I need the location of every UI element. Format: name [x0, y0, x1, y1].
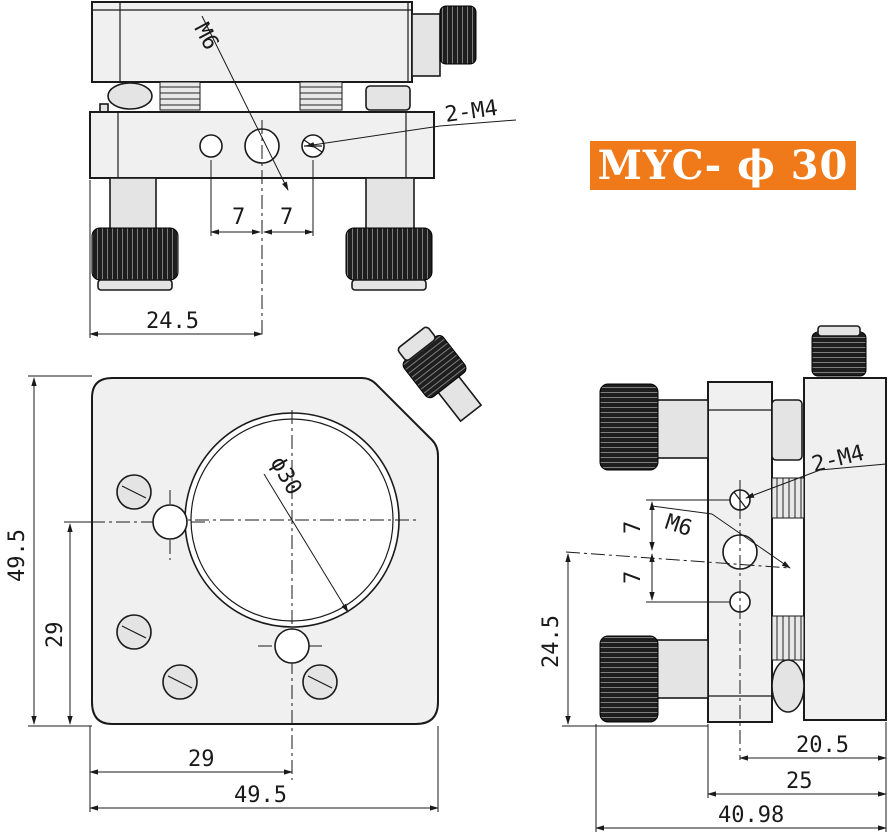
plan-dim-height: 49.5	[5, 529, 30, 582]
side-pin	[771, 399, 803, 461]
side-dim-up: 7	[621, 521, 646, 534]
front-leg-left	[109, 177, 157, 231]
front-top-knob	[439, 5, 477, 65]
plan-screw-1	[116, 474, 152, 510]
side-spring-bottom	[771, 615, 805, 661]
front-view: 7 7 24.5 M6 2-M4	[89, 1, 517, 338]
model-title: MYC- ϕ 30	[597, 142, 849, 189]
side-ball	[771, 659, 805, 713]
side-dim-down: 7	[621, 571, 646, 584]
side-leg-bottom	[655, 639, 709, 699]
side-top-knob	[811, 331, 867, 377]
plan-screw-3	[162, 664, 198, 700]
front-knob-holder	[411, 13, 441, 77]
plan-hole-bottom	[274, 628, 310, 664]
side-dim-3: 40.98	[718, 803, 784, 828]
front-hole-left	[199, 134, 223, 158]
plan-hole-left	[152, 504, 188, 540]
front-spring-left	[159, 81, 201, 111]
front-knob-left	[91, 227, 179, 281]
front-dim-right: 7	[280, 205, 293, 230]
front-spring-right	[299, 81, 343, 111]
plan-view: ϕ30 49.5 29 29 49.5	[5, 326, 483, 812]
front-dim-width: 24.5	[146, 309, 199, 334]
front-dim-left: 7	[232, 205, 245, 230]
side-leg-top	[655, 399, 709, 459]
side-m6-label: M6	[662, 510, 695, 542]
side-dim-height: 24.5	[539, 615, 564, 668]
side-right-plate	[803, 377, 887, 721]
side-dim-2: 25	[786, 769, 813, 794]
plan-dim-hole-width: 29	[188, 747, 215, 772]
side-knob-top	[599, 383, 659, 471]
front-ball	[107, 82, 153, 110]
side-spring-top	[771, 477, 805, 519]
front-knob-right	[345, 227, 433, 281]
front-leg-right	[365, 177, 415, 231]
plan-dim-width: 49.5	[234, 783, 287, 808]
plan-screw-2	[116, 614, 152, 650]
side-view: 7 7 24.5 20.5 25 40.98 2-M4 M6	[539, 325, 887, 832]
side-knob-bottom	[599, 635, 659, 723]
plan-dim-hole-height: 29	[43, 622, 68, 649]
title-badge: MYC- ϕ 30	[590, 141, 856, 190]
side-dim-1: 20.5	[796, 733, 849, 758]
front-pin	[365, 85, 411, 111]
front-thread-label: 2-M4	[443, 96, 499, 128]
front-top-plate	[91, 1, 413, 83]
plan-screw-4	[302, 664, 338, 700]
